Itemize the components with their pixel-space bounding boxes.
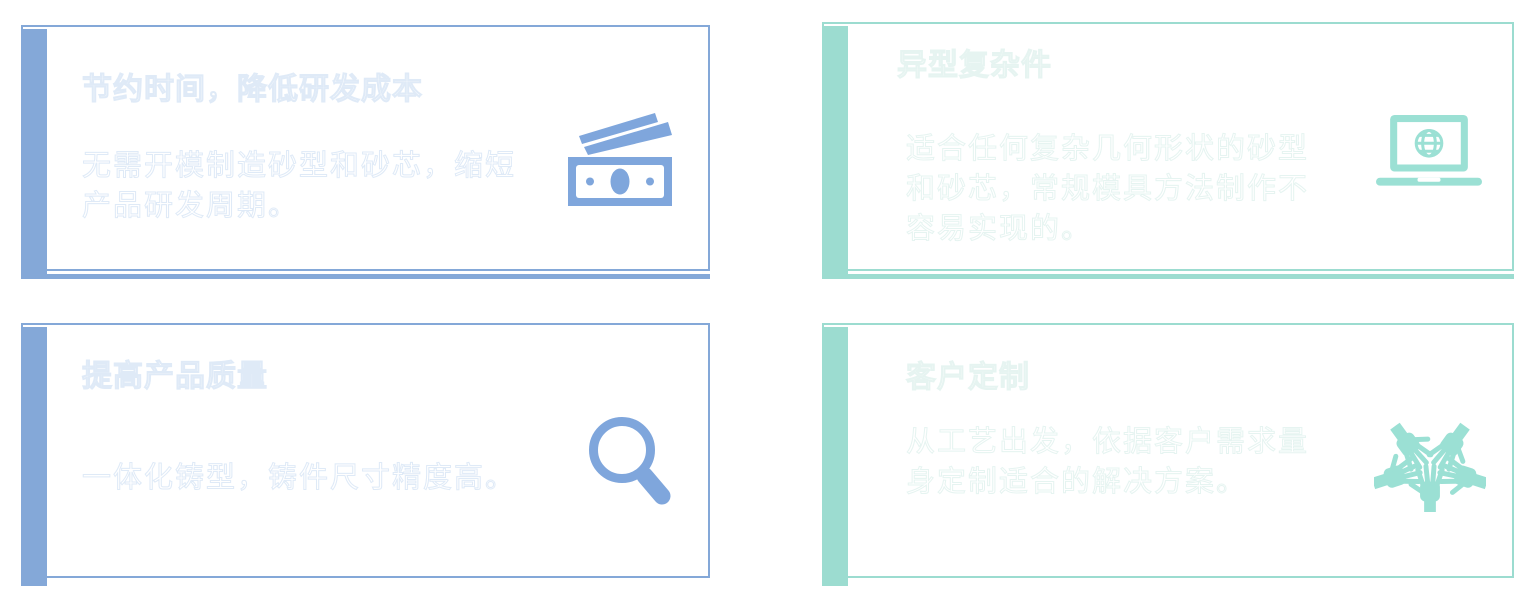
card-body-text: 从工艺出发，依据客户需求量身定制适合的解决方案。: [906, 424, 1310, 499]
card-customer-custom: 客户定制 从工艺出发，依据客户需求量身定制适合的解决方案。: [822, 323, 1514, 586]
card-panel: 客户定制 从工艺出发，依据客户需求量身定制适合的解决方案。: [822, 323, 1514, 578]
card-bottom-bar: [21, 274, 710, 279]
card-body-text: 适合任何复杂几何形状的砂型和砂芯，常规模具方法制作不容易实现的。: [906, 131, 1310, 246]
banknotes-icon: [567, 112, 675, 207]
card-panel: 提高产品质量 一体化铸型，铸件尺寸精度高。: [21, 323, 710, 578]
hands-teamwork-icon: [1374, 397, 1486, 512]
card-body-text: 一体化铸型，铸件尺寸精度高。: [82, 460, 517, 495]
card-accent-bar: [822, 327, 848, 586]
card-title: 客户定制: [906, 360, 1030, 396]
card-complex-parts: 异型复杂件 适合任何复杂几何形状的砂型和砂芯，常规模具方法制作不容易实现的。: [822, 22, 1514, 279]
card-bottom-bar: [822, 274, 1514, 279]
card-title: 节约时间，降低研发成本: [82, 72, 423, 108]
card-panel: 异型复杂件 适合任何复杂几何形状的砂型和砂芯，常规模具方法制作不容易实现的。: [822, 22, 1514, 271]
card-body-text: 无需开模制造砂型和砂芯，缩短产品研发周期。: [82, 148, 517, 223]
card-accent-bar: [21, 29, 47, 279]
card-save-time: 节约时间，降低研发成本 无需开模制造砂型和砂芯，缩短产品研发周期。: [21, 25, 710, 279]
card-panel: 节约时间，降低研发成本 无需开模制造砂型和砂芯，缩短产品研发周期。: [21, 25, 710, 271]
laptop-globe-icon: [1376, 114, 1482, 192]
card-title: 异型复杂件: [897, 48, 1052, 84]
card-product-quality: 提高产品质量 一体化铸型，铸件尺寸精度高。: [21, 323, 710, 586]
magnifier-icon: [582, 413, 676, 513]
card-accent-bar: [21, 327, 47, 586]
card-title: 提高产品质量: [82, 359, 268, 395]
card-accent-bar: [822, 26, 848, 279]
